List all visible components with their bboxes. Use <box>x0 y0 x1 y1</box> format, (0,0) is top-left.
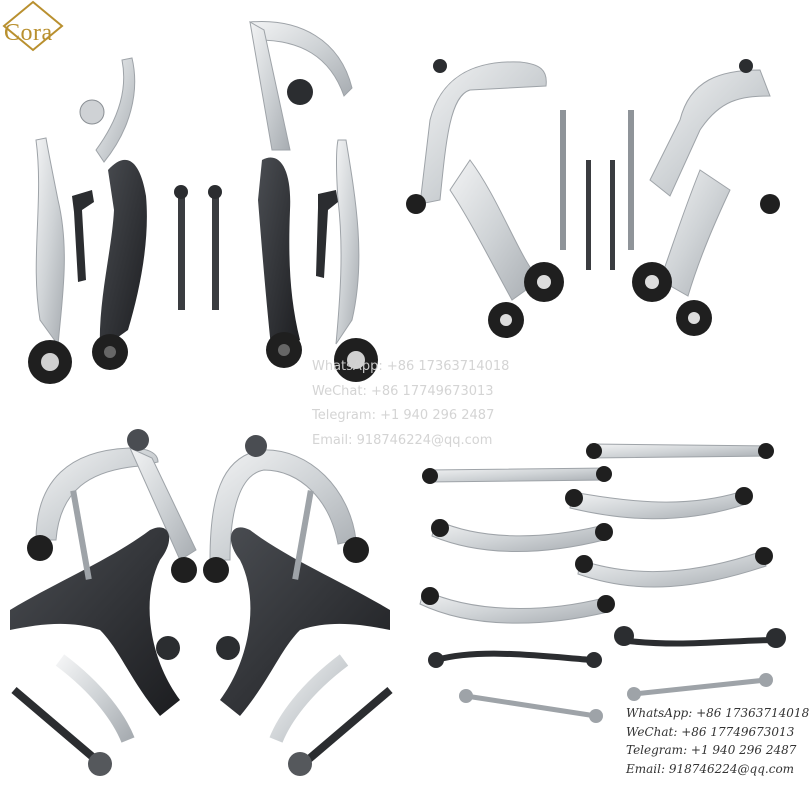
ball-joint-bl-1 <box>156 636 180 660</box>
upper-arm-left <box>95 57 136 163</box>
tie-rod-tr-1 <box>586 160 591 270</box>
stabilizer-link-tr-2 <box>628 110 634 250</box>
corner-whatsapp: WhatsApp: +86 17363714018 <box>626 706 809 720</box>
tie-rod-bl-right <box>293 686 393 774</box>
ball-joint-bl-2 <box>216 636 240 660</box>
contact-watermark-center: WhatsApp: +86 17363714018 WeChat: +86 17… <box>312 355 509 453</box>
kit-top-left <box>28 21 378 384</box>
tie-rod-tr-2 <box>610 160 615 270</box>
rear-link-1 <box>589 443 771 459</box>
sway-link-br-3 <box>465 693 597 719</box>
watermark-whatsapp: WhatsApp: +86 17363714018 <box>312 359 510 374</box>
sway-link-br-2 <box>619 637 777 647</box>
sway-link-br-4 <box>633 677 767 697</box>
watermark-telegram: Telegram: +1 940 296 2487 <box>312 408 495 423</box>
stabilizer-link-bl-2 <box>292 490 314 580</box>
rear-link-3 <box>569 491 747 520</box>
lower-arm-tr-right <box>659 169 731 297</box>
control-arm-right-long <box>335 139 360 345</box>
rear-link-2 <box>427 467 609 483</box>
wishbone-iron-bl-left <box>10 527 180 716</box>
watermark-email: Email: 918746224@qq.com <box>312 432 493 448</box>
ball-joint-right <box>287 79 313 105</box>
ball-joint-bl-right <box>245 435 267 457</box>
wishbone-iron-bl-right <box>220 527 390 716</box>
tie-rod-end-bl-right <box>269 654 349 743</box>
lower-arm-iron-left <box>99 159 147 350</box>
sway-link-br-1 <box>435 650 593 663</box>
logo-text: Cora <box>4 20 53 46</box>
stabilizer-link-bl-1 <box>70 490 92 580</box>
rear-link-5 <box>577 551 767 588</box>
corner-telegram: Telegram: +1 940 296 2487 <box>626 743 797 757</box>
tie-rod-end-right <box>316 190 338 278</box>
ball-joint-left <box>79 99 105 125</box>
tie-rod-end-bl-left <box>55 654 135 743</box>
rear-link-6 <box>419 589 609 624</box>
rear-link-4 <box>431 519 605 552</box>
lower-arm-iron-right <box>258 157 300 356</box>
kit-bottom-right <box>419 443 786 723</box>
stabilizer-link-tr-1 <box>560 110 566 250</box>
tie-rod-inner-2 <box>212 190 219 310</box>
tie-rod-inner-1 <box>178 190 185 310</box>
kit-top-right <box>406 59 780 338</box>
logo-emblem-icon <box>2 0 64 52</box>
cora-logo: Cora <box>0 0 66 52</box>
control-arm-left-long <box>35 137 65 347</box>
tie-rod-end-left <box>72 190 94 282</box>
upper-arm-tr-left <box>419 61 547 205</box>
watermark-wechat: WeChat: +86 17749673013 <box>312 383 494 399</box>
upper-arm-right <box>249 21 353 97</box>
lower-arm-tr-left <box>449 159 541 301</box>
corner-email: Email: 918746224@qq.com <box>626 761 795 776</box>
corner-wechat: WeChat: +86 17749673013 <box>626 724 795 739</box>
upper-arm-tr-right <box>649 69 771 197</box>
kit-bottom-left <box>10 429 393 776</box>
ball-joint-bl-left <box>127 429 149 451</box>
contact-watermark-corner: WhatsApp: +86 17363714018 WeChat: +86 17… <box>626 704 809 778</box>
